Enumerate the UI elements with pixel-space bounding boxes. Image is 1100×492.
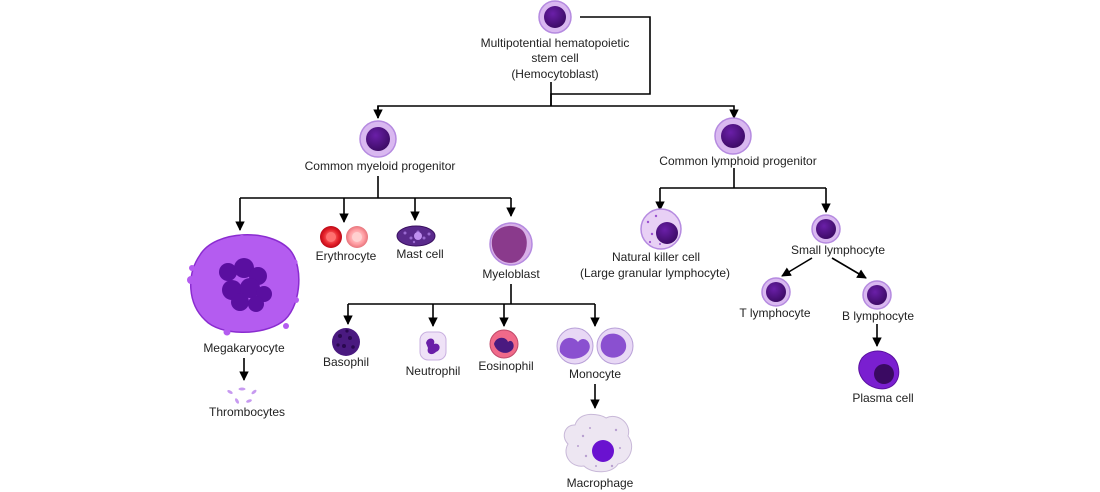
monocyte-label: Monocyte — [569, 367, 621, 381]
b-lymphocyte-icon — [862, 280, 892, 310]
nk-cell-label-line1: Natural killer cell — [612, 250, 700, 264]
lymphoid-progenitor-label: Common lymphoid progenitor — [659, 154, 816, 168]
megakaryocyte-icon — [187, 234, 300, 336]
connectors — [235, 16, 882, 409]
plasma-cell-label: Plasma cell — [852, 391, 913, 405]
macrophage-label: Macrophage — [567, 476, 634, 490]
stem-cell-label-line1: Multipotential hematopoietic — [481, 36, 630, 50]
b-lymphocyte-label: B lymphocyte — [842, 309, 914, 323]
myeloid-progenitor-label: Common myeloid progenitor — [305, 159, 456, 173]
eosinophil-icon — [489, 329, 519, 359]
t-lymphocyte-icon — [761, 277, 791, 307]
monocyte-icon — [556, 327, 634, 365]
macrophage-icon — [563, 413, 633, 473]
myeloblast-icon — [489, 222, 533, 266]
neutrophil-icon — [419, 331, 447, 361]
t-lymphocyte-label: T lymphocyte — [739, 306, 810, 320]
neutrophil-label: Neutrophil — [406, 364, 461, 378]
megakaryocyte-label: Megakaryocyte — [203, 341, 285, 355]
basophil-label: Basophil — [323, 355, 369, 369]
stem-cell-label-line3: (Hemocytoblast) — [511, 67, 598, 81]
stem-cell-label-line2: stem cell — [531, 51, 578, 65]
myeloid-progenitor-icon — [359, 120, 397, 158]
erythrocyte-label: Erythrocyte — [316, 249, 377, 263]
thrombocytes-label: Thrombocytes — [209, 405, 285, 419]
mast-cell-icon — [396, 225, 436, 247]
nk-cell-icon — [640, 208, 682, 250]
nk-cell-label-line2: (Large granular lymphocyte) — [580, 266, 730, 280]
small-lymphocyte-icon — [811, 214, 841, 244]
eosinophil-label: Eosinophil — [478, 359, 533, 373]
lymphoid-progenitor-icon — [714, 117, 752, 155]
basophil-icon — [332, 328, 360, 356]
mast-cell-label: Mast cell — [396, 247, 443, 261]
stem-cell-icon — [538, 0, 572, 34]
small-lymphocyte-label: Small lymphocyte — [791, 243, 885, 257]
plasma-cell-icon — [858, 350, 900, 390]
erythrocyte-icon — [320, 226, 368, 248]
labels: Multipotential hematopoietic stem cell (… — [203, 36, 914, 490]
thrombocytes-icon — [227, 387, 257, 404]
myeloblast-label: Myeloblast — [482, 267, 540, 281]
